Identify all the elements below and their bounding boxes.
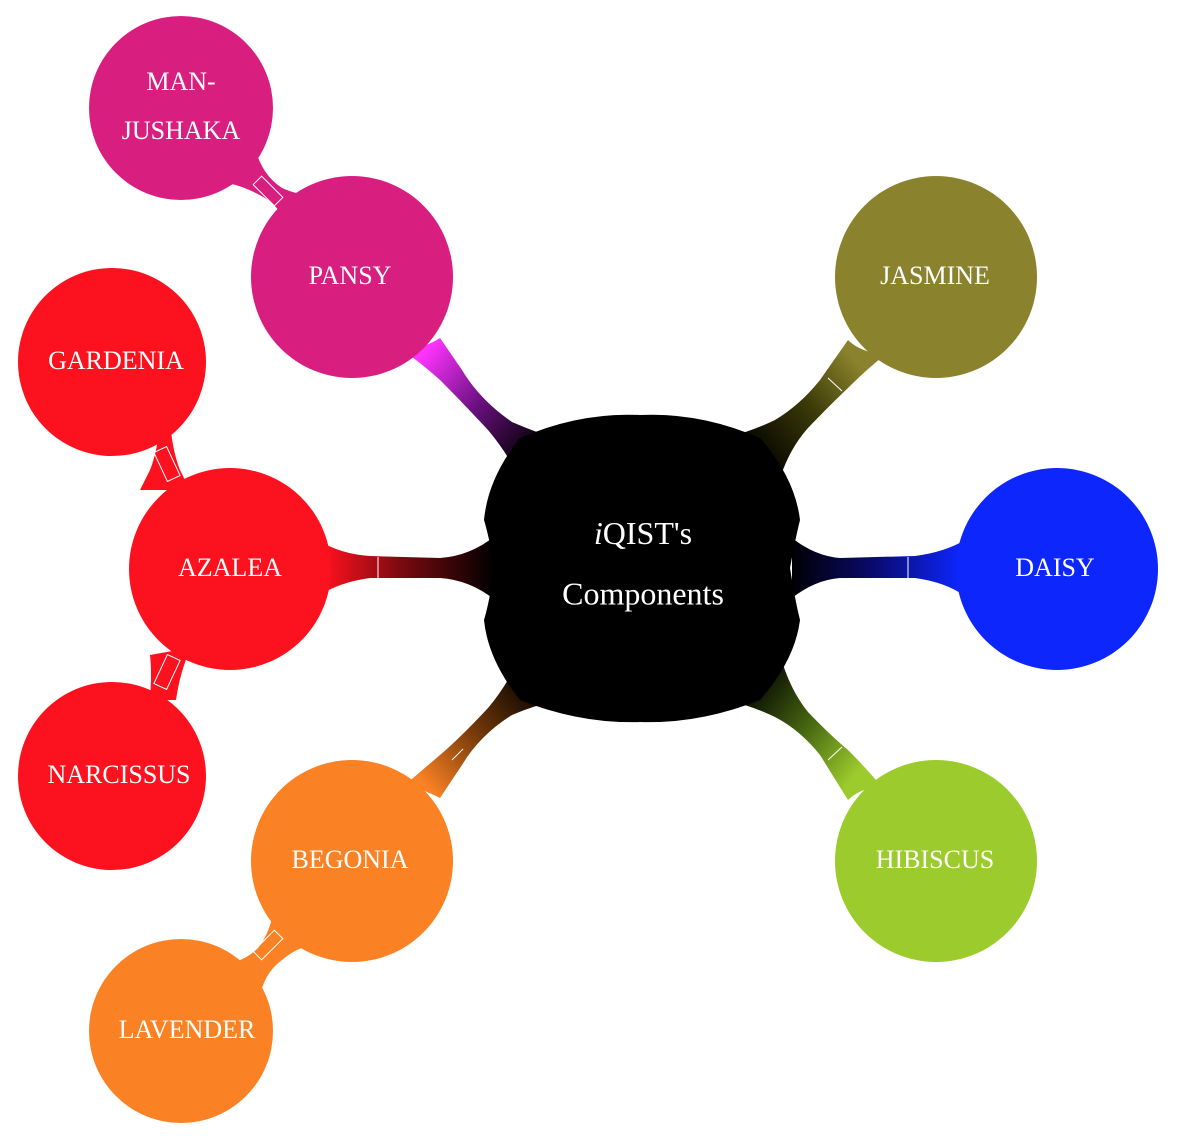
connector-narcissus — [150, 650, 190, 700]
node-gardenia-label: GARDENIA — [48, 346, 184, 375]
node-begonia[interactable]: BEGONIA — [251, 760, 453, 962]
node-manjushaka-label-line2: JUSHAKA — [122, 116, 241, 145]
node-azalea[interactable]: AZALEA — [129, 468, 331, 670]
node-manjushaka-label-line1: MAN- — [146, 67, 215, 96]
node-hibiscus-label: HIBISCUS — [876, 845, 994, 874]
node-jasmine[interactable]: JASMINE — [835, 176, 1037, 378]
node-pansy-label: PANSY — [309, 261, 392, 290]
connector-jasmine — [725, 340, 885, 478]
connector-azalea — [318, 536, 495, 600]
node-daisy[interactable]: DAISY — [956, 468, 1158, 670]
node-lavender-label: LAVENDER — [119, 1015, 256, 1044]
node-hibiscus[interactable]: HIBISCUS — [835, 760, 1037, 962]
connector-gardenia — [140, 420, 190, 490]
node-gardenia[interactable]: GARDENIA — [18, 268, 206, 456]
central-node[interactable]: iQIST's Components — [484, 414, 800, 723]
node-jasmine-label: JASMINE — [880, 261, 990, 290]
node-lavender[interactable]: LAVENDER — [89, 939, 273, 1123]
node-narcissus-label: NARCISSUS — [47, 760, 190, 789]
central-node-title-line1: iQIST's — [594, 515, 692, 551]
central-node-title-line2: Components — [562, 575, 724, 611]
node-pansy[interactable]: PANSY — [251, 176, 453, 378]
node-begonia-label: BEGONIA — [292, 845, 409, 874]
connector-daisy — [792, 538, 965, 598]
node-daisy-label: DAISY — [1015, 553, 1095, 582]
node-narcissus[interactable]: NARCISSUS — [18, 682, 206, 870]
node-manjushaka[interactable]: MAN- JUSHAKA — [89, 16, 273, 200]
node-azalea-label: AZALEA — [178, 553, 282, 582]
